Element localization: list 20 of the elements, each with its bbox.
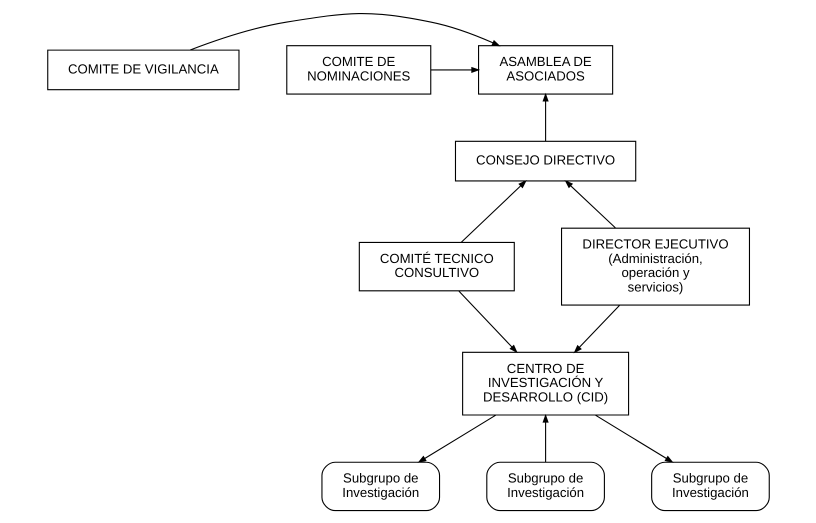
node-box: COMITE DE NOMINACIONES	[286, 44, 431, 94]
arrow	[542, 92, 548, 141]
node-box: Subgrupo de Investigación	[650, 461, 770, 511]
arrow	[460, 180, 526, 242]
arrow	[458, 290, 518, 353]
arrow	[573, 304, 620, 353]
arrow	[594, 414, 674, 462]
arrow	[564, 180, 616, 228]
arrow	[417, 414, 496, 462]
node-box: DIRECTOR EJECUTIVO (Administración, operación y servicios)	[560, 227, 750, 306]
node-box: COMITE DE VIGILANCIA	[46, 49, 240, 90]
node-box: ASAMBLEA DE ASOCIADOS	[478, 44, 613, 94]
arrow	[190, 12, 500, 50]
node-box: COMITÉ TECNICO CONSULTIVO	[358, 241, 514, 291]
node-box: Subgrupo de Investigación	[320, 461, 440, 511]
node-box: Subgrupo de Investigación	[486, 461, 604, 511]
node-box: CENTRO DE INVESTIGACIÓN Y DESARROLLO (CID)	[462, 351, 629, 416]
arrow	[430, 66, 480, 72]
node-box: CONSEJO DIRECTIVO	[454, 140, 636, 181]
arrow	[542, 413, 548, 462]
